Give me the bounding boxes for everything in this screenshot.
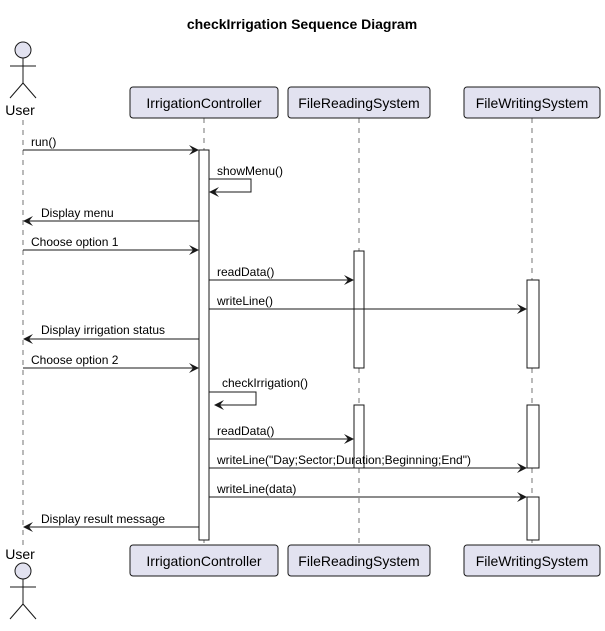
activation-controller: [198, 149, 210, 541]
message-label-display-irrigation-status: Display irrigation status: [41, 323, 165, 337]
participant-box-writer-bottom: [463, 544, 601, 577]
message-label-write-line-header: writeLine("Day;Sector;Duration;Beginning…: [216, 453, 471, 467]
activation-writer-3: [526, 496, 540, 541]
activation-writer-2: [526, 404, 540, 469]
message-label-choose-option-1: Choose option 1: [31, 235, 119, 249]
message-label-read-data-1: readData(): [217, 265, 274, 279]
message-arrow-check-irrigation: [209, 391, 257, 410]
message-label-show-menu: showMenu(): [217, 164, 283, 178]
participant-label-controller-bottom: IrrigationController: [146, 553, 261, 569]
message-label-write-line-data: writeLine(data): [216, 482, 296, 496]
participant-label-reader-top: FileReadingSystem: [298, 95, 419, 111]
participant-label-writer-bottom: FileWritingSystem: [476, 553, 589, 569]
participant-box-controller-top: [129, 86, 279, 119]
message-label-write-line-1: writeLine(): [216, 294, 273, 308]
message-label-run: run(): [31, 135, 56, 149]
actor-icon-bottom: [9, 562, 37, 620]
message-label-choose-option-2: Choose option 2: [31, 353, 119, 367]
message-label-display-menu: Display menu: [41, 206, 114, 220]
participant-label-controller-top: IrrigationController: [146, 95, 261, 111]
message-arrow-show-menu: [209, 178, 252, 197]
message-label-display-result: Display result message: [41, 512, 165, 526]
actor-label-top: User: [5, 102, 35, 118]
participant-label-reader-bottom: FileReadingSystem: [298, 553, 419, 569]
message-label-read-data-2: readData(): [217, 424, 274, 438]
message-label-check-irrigation: checkIrrigation(): [222, 376, 308, 390]
participant-box-reader-bottom: [287, 544, 431, 577]
participant-box-writer-top: [463, 86, 601, 119]
participant-box-controller-bottom: [129, 544, 279, 577]
actor-icon-top: [9, 41, 37, 99]
activation-writer-1: [526, 279, 540, 369]
actor-label-bottom: User: [5, 546, 35, 562]
diagram-title: checkIrrigation Sequence Diagram: [187, 16, 417, 32]
participant-box-reader-top: [287, 86, 431, 119]
participant-label-writer-top: FileWritingSystem: [476, 95, 589, 111]
